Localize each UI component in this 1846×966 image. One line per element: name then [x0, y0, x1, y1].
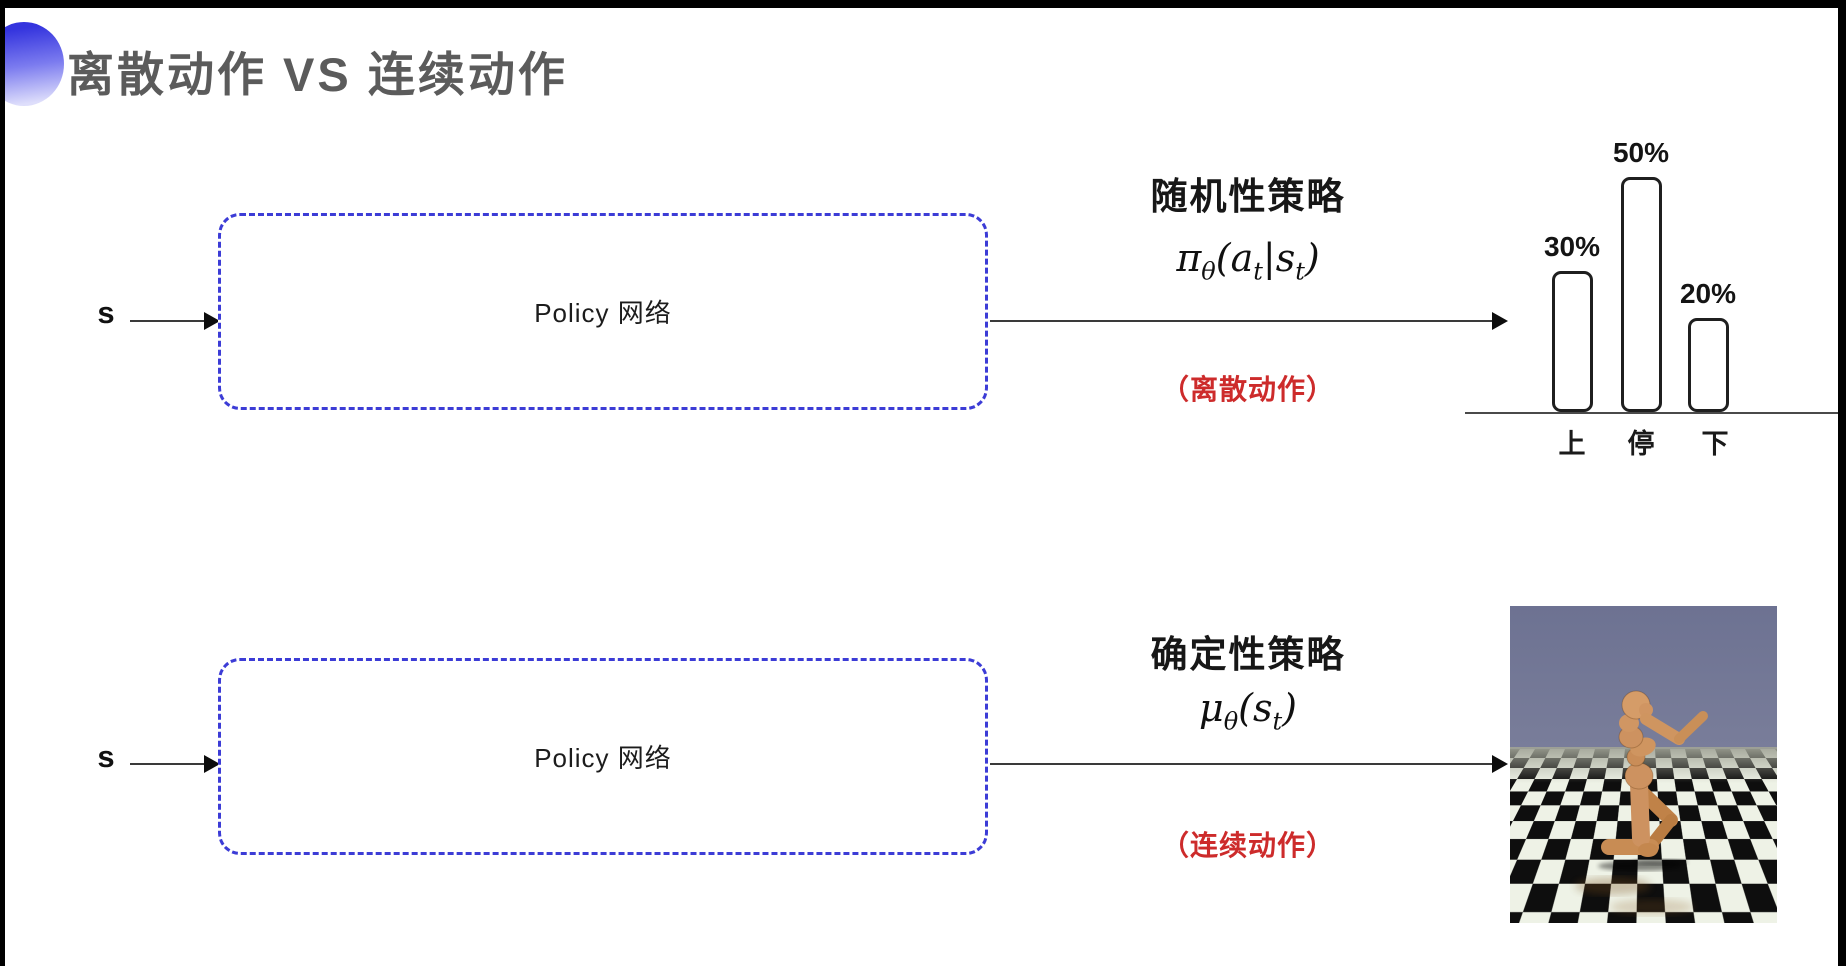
- bottom-input-arrow-line: [130, 763, 210, 765]
- bar-column-up: 30%: [1544, 231, 1600, 412]
- frame-right: [1838, 0, 1846, 966]
- frame-left: [0, 0, 5, 966]
- top-output-arrow-line: [990, 320, 1495, 322]
- top-input-arrow-line: [130, 320, 210, 322]
- top-input-arrow-head: [204, 312, 220, 330]
- formula-subscript: θ: [1223, 707, 1239, 736]
- top-output-arrow-head: [1492, 312, 1508, 330]
- slide-background: 离散动作 VS 连续动作 s Policy 网络 随机性策略 πθ(at|st)…: [0, 8, 1846, 966]
- humanoid-simulation-image: [1510, 606, 1777, 923]
- humanoid-figure: [1575, 690, 1708, 915]
- upper-arm: [1640, 713, 1685, 745]
- deterministic-policy-formula: μθ(st): [1083, 686, 1413, 736]
- formula-symbol: μ: [1199, 686, 1224, 730]
- forearm: [1674, 711, 1708, 744]
- formula-subscript: θ: [1201, 257, 1216, 286]
- formula-subscript: t: [1295, 257, 1305, 286]
- category-label-stop: 停: [1627, 429, 1655, 459]
- bar-value-label: 20%: [1679, 278, 1737, 309]
- bar-value-label: 50%: [1612, 137, 1670, 168]
- stochastic-policy-formula: πθ(at|st): [1083, 236, 1413, 286]
- page-title: 离散动作 VS 连续动作: [67, 48, 568, 101]
- bottom-state-input-label: s: [97, 739, 115, 774]
- frame-top: [0, 0, 1846, 8]
- formula-subscript: t: [1253, 257, 1263, 286]
- top-policy-network-label: Policy 网络: [534, 298, 672, 328]
- floor-glare: [1575, 877, 1651, 895]
- top-state-input-label: s: [97, 295, 115, 330]
- discrete-action-note: （离散动作）: [1160, 374, 1335, 405]
- formula-symbol: π: [1176, 236, 1202, 280]
- deterministic-policy-title: 确定性策略: [1150, 634, 1346, 675]
- front-thigh: [1630, 775, 1650, 847]
- formula-subscript: t: [1272, 707, 1283, 736]
- hand-fist: [1639, 703, 1653, 717]
- category-label-up: 上: [1558, 429, 1586, 459]
- continuous-action-note: （连续动作）: [1160, 830, 1335, 861]
- title-accent-circle: [0, 22, 64, 106]
- bar-column-down: 20%: [1680, 278, 1736, 412]
- bar-down: [1687, 318, 1729, 412]
- formula-symbol: ): [1304, 236, 1320, 280]
- bottom-policy-network-box: Policy 网络: [218, 658, 988, 855]
- bar-column-stop: 50%: [1613, 137, 1669, 412]
- bottom-output-arrow-head: [1492, 755, 1508, 773]
- chart-baseline: [1465, 412, 1846, 414]
- formula-symbol: |s: [1262, 236, 1296, 280]
- bottom-input-arrow-head: [204, 755, 220, 773]
- formula-symbol: (a: [1215, 236, 1254, 280]
- pelvis: [1624, 762, 1654, 790]
- bottom-output-arrow-line: [990, 763, 1495, 765]
- rear-shin: [1646, 814, 1677, 850]
- formula-symbol: ): [1282, 686, 1297, 730]
- top-policy-network-box: Policy 网络: [218, 213, 988, 410]
- stochastic-policy-title: 随机性策略: [1150, 176, 1346, 217]
- bar-up: [1551, 271, 1593, 412]
- bar-stop: [1620, 177, 1662, 412]
- bar-value-label: 30%: [1543, 231, 1601, 262]
- bottom-policy-network-label: Policy 网络: [534, 743, 672, 773]
- action-probability-bar-chart: 30% 50% 20% 上 停 下: [1465, 106, 1846, 459]
- foot: [1638, 843, 1658, 857]
- category-label-down: 下: [1701, 429, 1729, 459]
- formula-symbol: (s: [1238, 686, 1273, 730]
